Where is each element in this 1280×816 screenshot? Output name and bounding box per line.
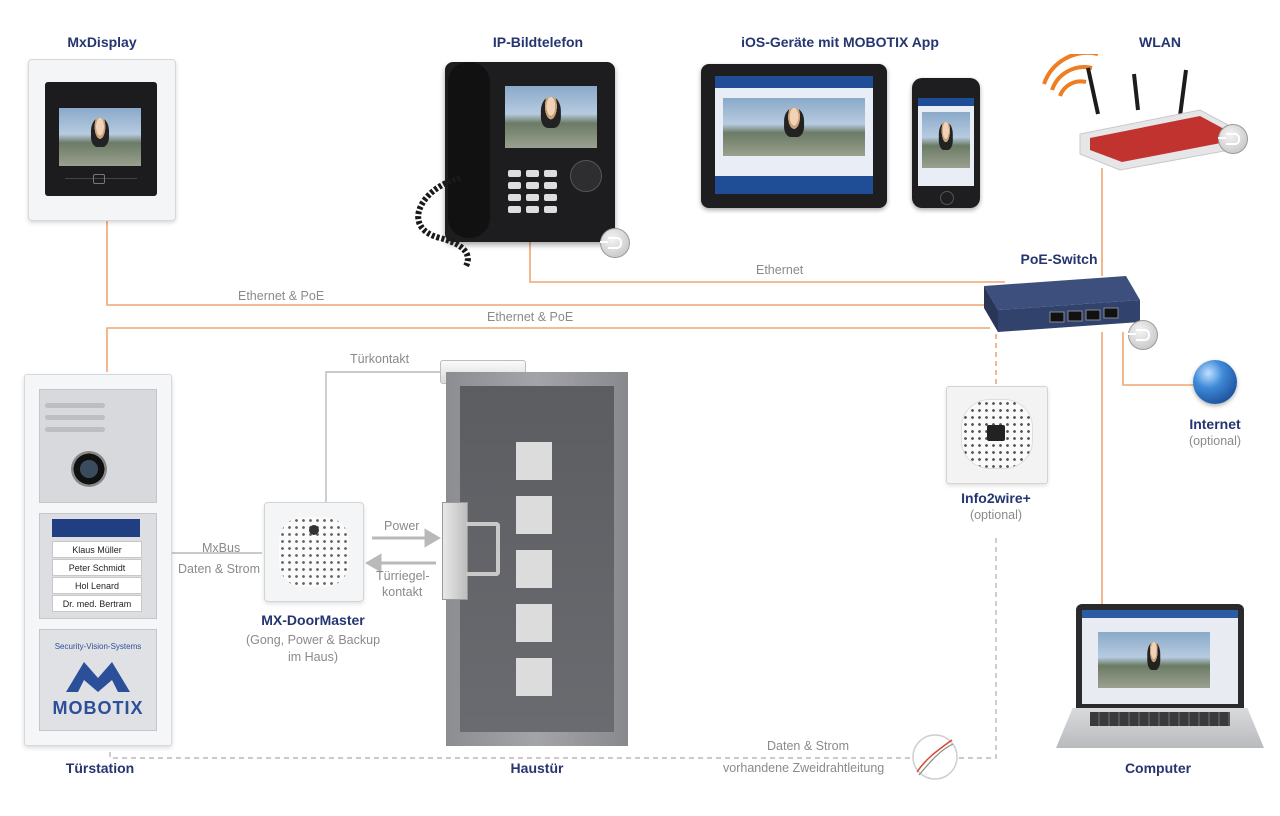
- label-two-wire-2: vorhandene Zweidrahtleitung: [723, 761, 885, 775]
- info2wire-device: [946, 386, 1048, 484]
- nameplate-2: Peter Schmidt: [52, 559, 142, 576]
- doormaster-subtitle-1: (Gong, Power & Backup: [245, 633, 381, 647]
- ip-phone-power-icon: [600, 228, 630, 258]
- iphone-device: [912, 78, 980, 208]
- computer-device: [1056, 604, 1264, 748]
- info2wire-subtitle: (optional): [969, 508, 1023, 522]
- line-phone-switch: [529, 240, 1005, 283]
- wlan-power-icon: [1218, 124, 1248, 154]
- door-station-device: Klaus Müller Peter Schmidt Hol Lenard Dr…: [24, 374, 172, 746]
- nameplate-3: Hol Lenard: [52, 577, 142, 594]
- line-doorcontact: [325, 371, 445, 502]
- internet-subtitle: (optional): [1188, 434, 1242, 448]
- front-door-device: [442, 372, 628, 746]
- ip-phone-title: IP-Bildtelefon: [492, 34, 584, 50]
- poe-switch-power-icon: [1128, 320, 1158, 350]
- label-mxbus: MxBus: [202, 541, 241, 555]
- doormaster-device: [264, 502, 364, 602]
- label-power: Power: [384, 519, 420, 533]
- label-two-wire-1: Daten & Strom: [767, 739, 849, 753]
- ios-title: iOS-Geräte mit MOBOTIX App: [741, 34, 939, 50]
- info2wire-title: Info2wire+: [961, 490, 1031, 506]
- brand-tagline: Security-Vision-Systems: [54, 642, 142, 651]
- mxdisplay-title: MxDisplay: [67, 34, 137, 50]
- label-ethernet: Ethernet: [756, 263, 804, 277]
- mobotix-logo-icon: [66, 662, 130, 692]
- arrow-bolt-head: [365, 553, 382, 573]
- line-switch-internet: [1122, 332, 1195, 386]
- label-data-power: Daten & Strom: [178, 562, 260, 576]
- mxdisplay-device: [28, 59, 176, 221]
- internet-title: Internet: [1189, 416, 1241, 432]
- nameplate-4: Dr. med. Bertram: [52, 595, 142, 612]
- wlan-title: WLAN: [1139, 34, 1181, 50]
- arrow-power-head: [424, 528, 441, 548]
- line-mxdisplay-switch: [106, 220, 1010, 306]
- wlan-router-device: [1042, 54, 1231, 171]
- label-bolt-contact-2: kontakt: [382, 585, 423, 599]
- front-door-title: Haustür: [510, 760, 564, 776]
- line-two-wire: [109, 538, 997, 759]
- label-bolt-contact-1: Türriegel-: [376, 569, 430, 583]
- doormaster-title: MX-DoorMaster: [261, 612, 365, 628]
- ipad-device: [701, 64, 887, 208]
- poe-switch-title: PoE-Switch: [1020, 251, 1098, 267]
- nameplate-1: Klaus Müller: [52, 541, 142, 558]
- brand-name: MOBOTIX: [52, 698, 144, 718]
- ip-phone-device: [400, 58, 620, 268]
- label-ethernet-poe-1: Ethernet & PoE: [238, 289, 325, 303]
- two-wire-symbol: [912, 734, 958, 780]
- label-ethernet-poe-2: Ethernet & PoE: [487, 310, 574, 324]
- label-door-contact: Türkontakt: [350, 352, 410, 366]
- poe-switch-device: [984, 276, 1140, 332]
- doormaster-subtitle-2: im Haus): [287, 650, 338, 664]
- line-doorstation-switch: [106, 327, 990, 372]
- computer-title: Computer: [1124, 760, 1192, 776]
- door-station-title: Türstation: [65, 760, 135, 776]
- internet-globe-icon: [1193, 360, 1237, 404]
